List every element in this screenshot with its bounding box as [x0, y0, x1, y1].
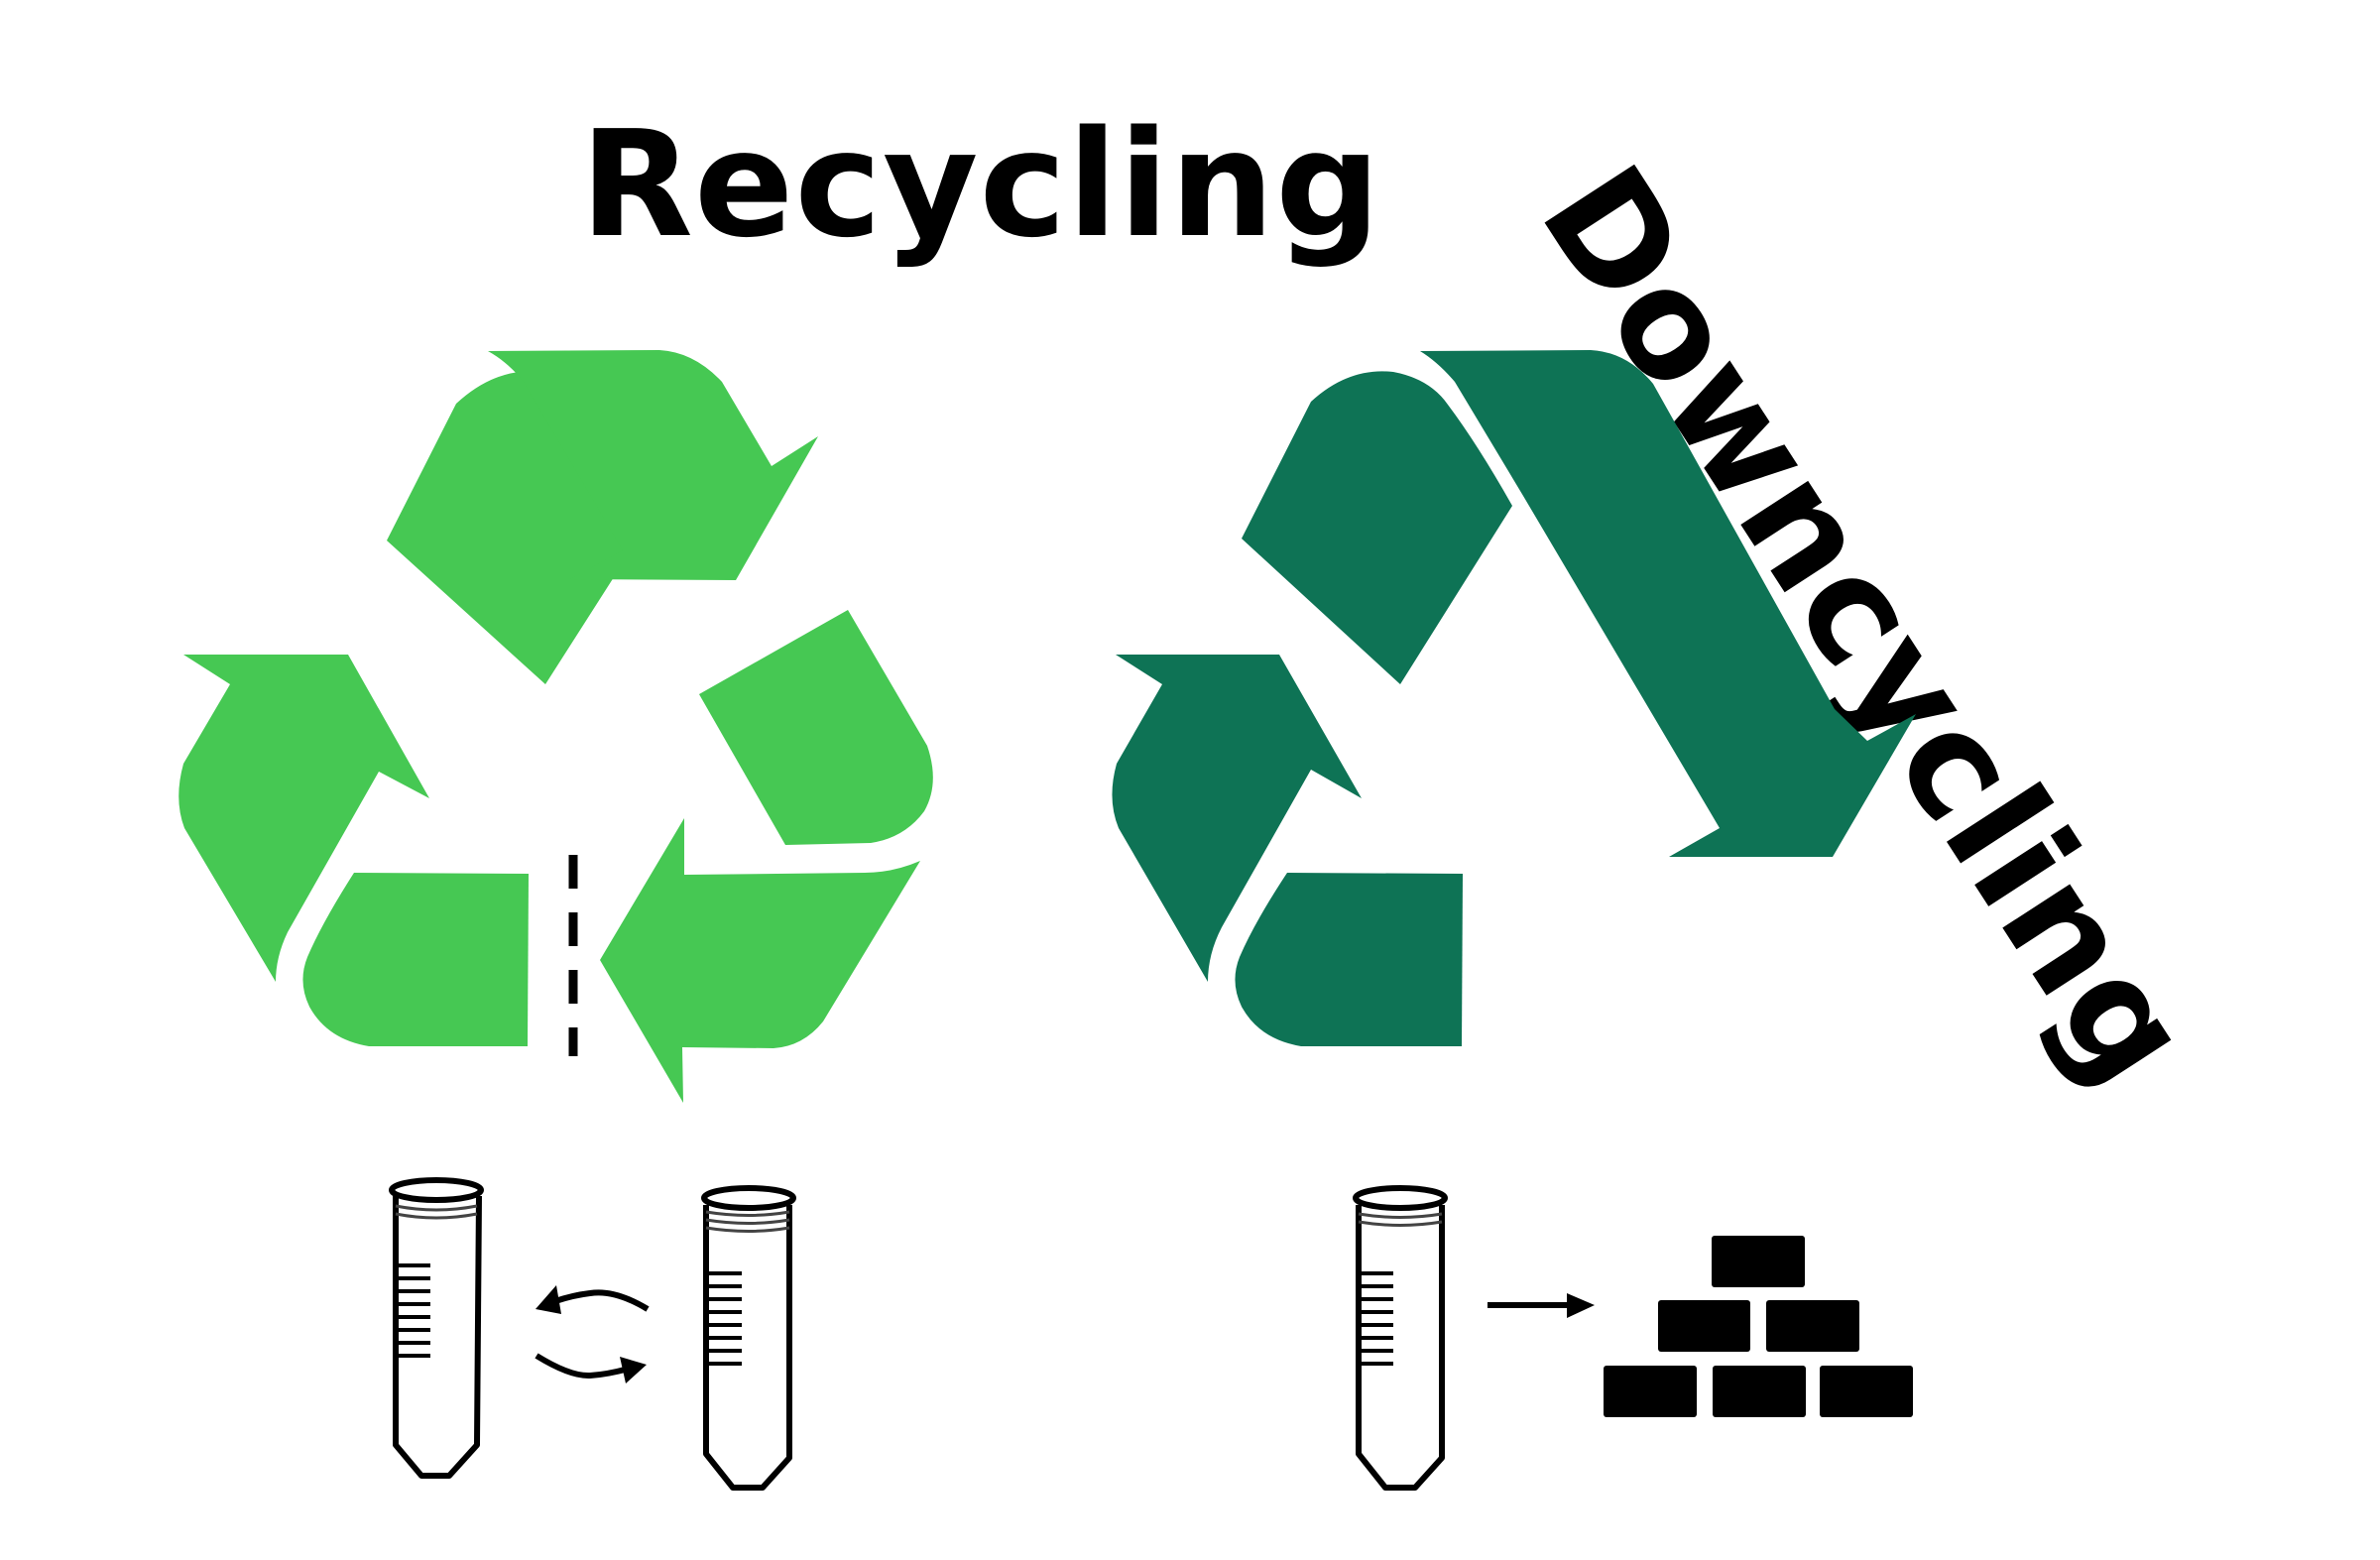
- downcycling-symbol: [1112, 350, 1916, 1046]
- exchange-arrows-icon: [535, 1285, 650, 1383]
- right-arrow-icon: [1488, 1293, 1595, 1318]
- test-tube-icon: [1353, 1185, 1448, 1491]
- test-tube-icon: [701, 1185, 796, 1491]
- recycling-arrow-right-head: [600, 818, 920, 1103]
- recycling-arrow-top-head: [488, 350, 818, 580]
- downcycling-arrow-left-head: [1112, 655, 1362, 982]
- recycling-title: Recycling: [580, 99, 1382, 270]
- recycling-arrow-left-head: [178, 655, 429, 982]
- downcycling-arrow-long-head: [1420, 350, 1916, 857]
- bricks-icon: [1604, 1236, 1913, 1417]
- downcycling-arrow-left-tail: [1235, 873, 1463, 1046]
- recycling-arrow-right-tail: [699, 610, 933, 845]
- test-tube-icon: [389, 1177, 484, 1479]
- recycling-arrow-left-tail: [302, 873, 529, 1046]
- recycling-loop-symbol: [178, 350, 933, 1103]
- downcycling-arrow-top-tail: [1242, 371, 1512, 684]
